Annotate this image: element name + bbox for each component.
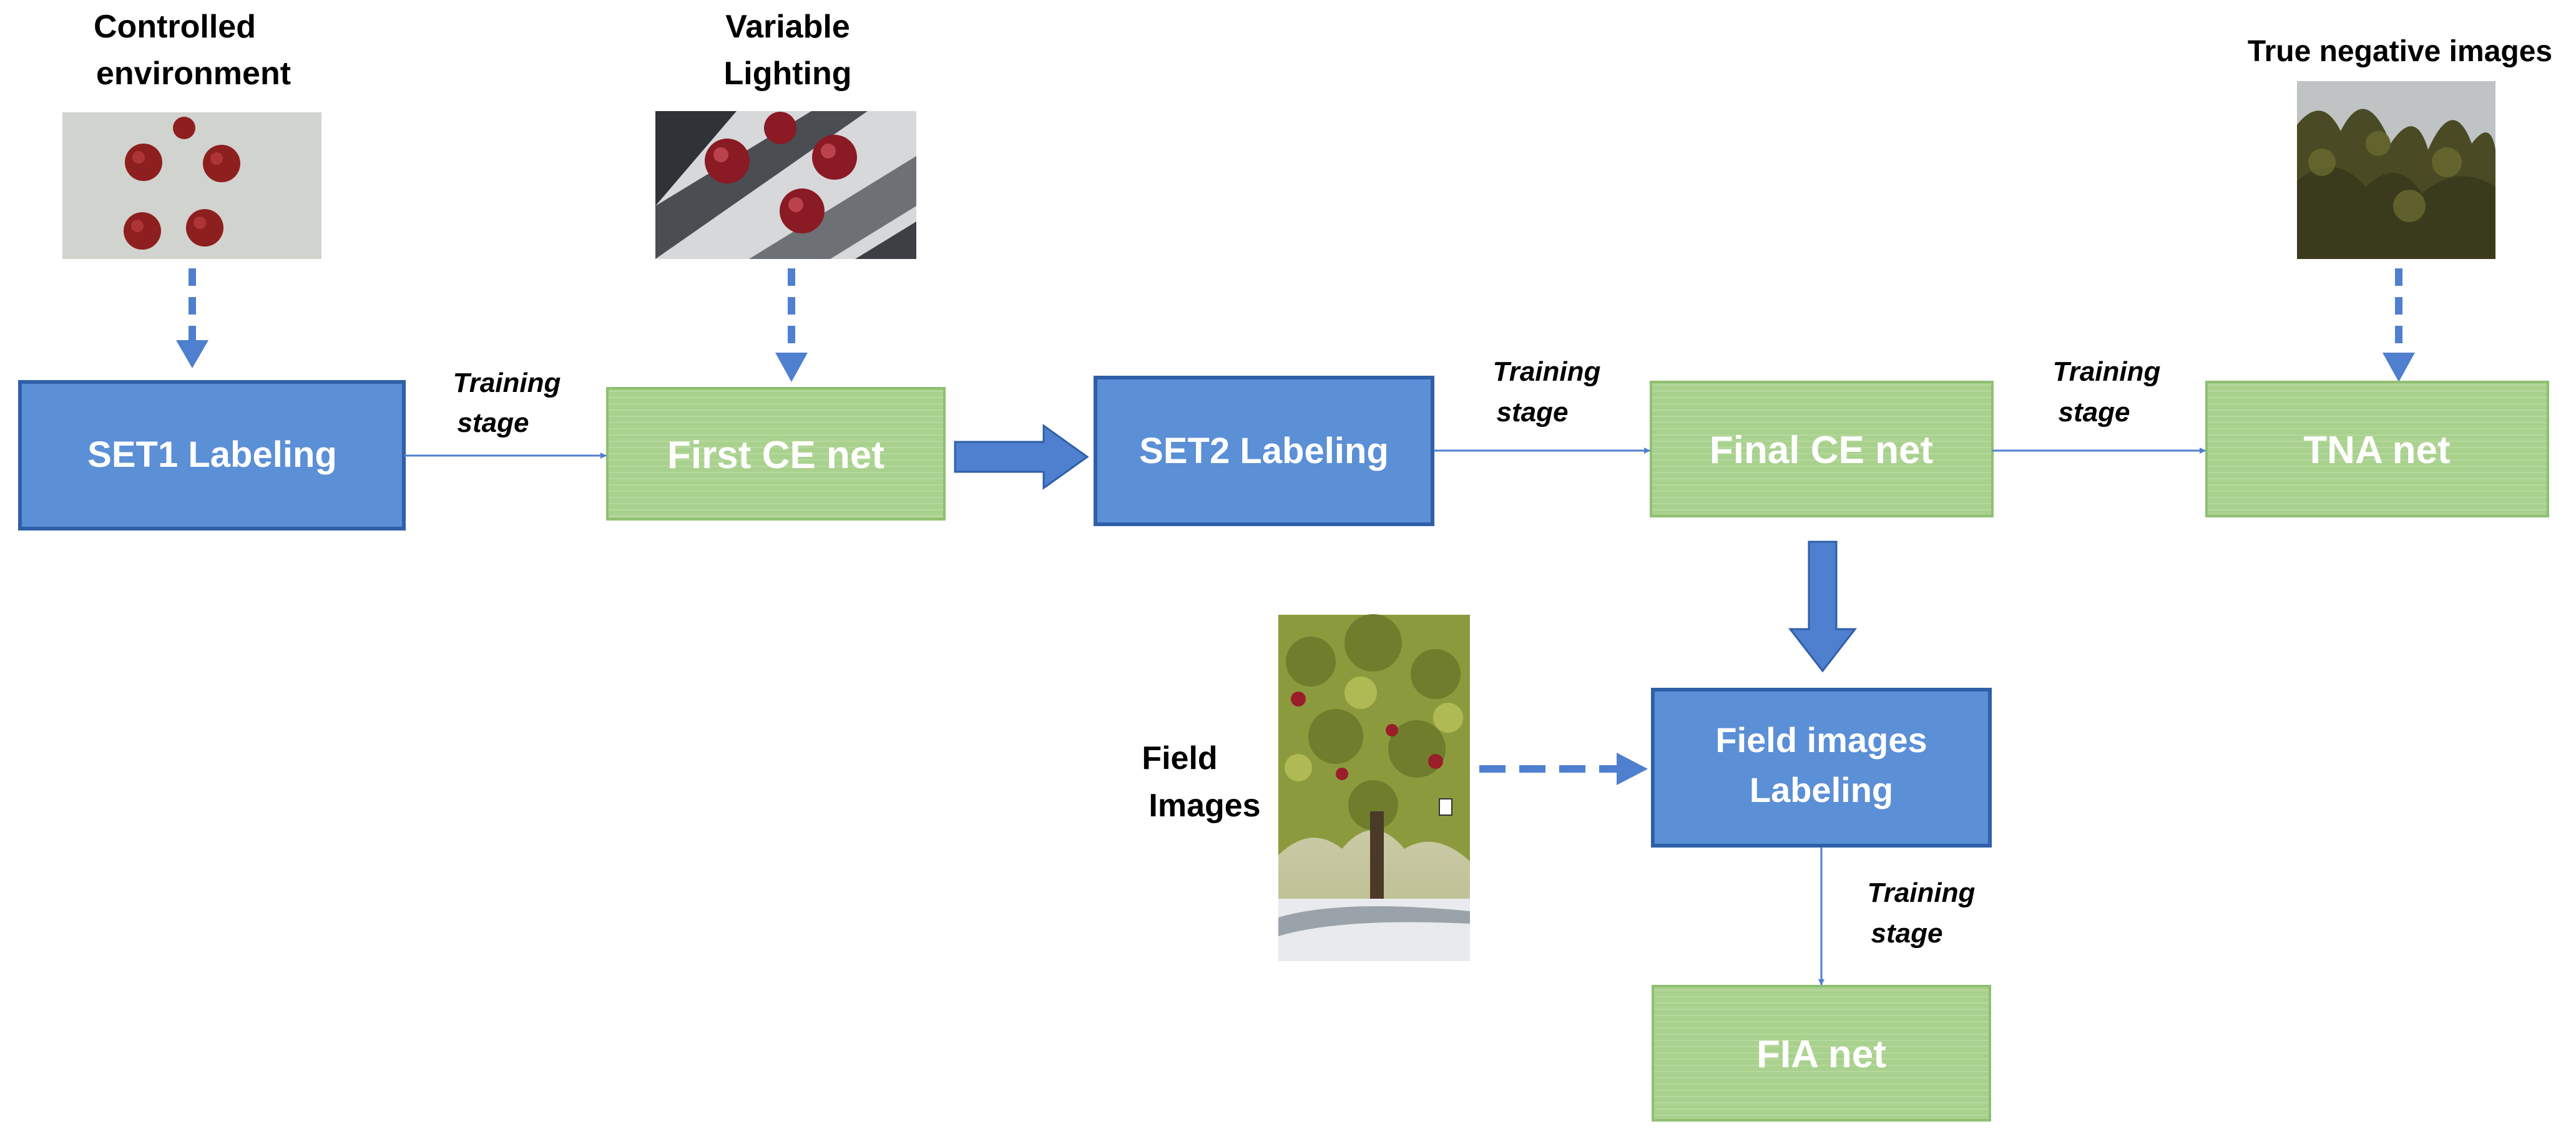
training-arrow-field-labeling-to-fia: Training stage <box>1818 847 1976 985</box>
dashed-arrow-variable-to-first-ce <box>775 268 808 382</box>
block-arrow-first-ce-to-set2 <box>954 424 1089 490</box>
training-arrow-set2-to-final-ce: Training stage <box>1434 356 1650 454</box>
variable-lighting-label-line1: Variable <box>725 9 850 45</box>
set2-labeling-text: SET2 Labeling <box>1139 431 1389 471</box>
set2-labeling-box: SET2 Labeling <box>1094 376 1434 526</box>
controlled-environment-photo <box>62 112 321 259</box>
training-arrow-set1-to-first-ce: Training stage <box>404 368 607 459</box>
training-stage-label-1-training: Training <box>453 368 561 398</box>
training-stage-label-3-stage: stage <box>2059 397 2130 428</box>
block-arrow-final-ce-to-field-labeling <box>1788 540 1858 673</box>
fia-net-text: FIA net <box>1756 1033 1886 1076</box>
training-stage-label-2-training: Training <box>1493 356 1601 387</box>
final-ce-net-box: Final CE net <box>1650 381 1994 517</box>
set1-labeling-box: SET1 Labeling <box>18 380 406 530</box>
dashed-arrow-controlled-to-set1 <box>176 268 208 368</box>
dashed-arrow-field-to-field-labeling <box>1479 753 1648 785</box>
controlled-environment-label-line1: Controlled <box>94 9 256 45</box>
final-ce-net-text: Final CE net <box>1710 429 1933 472</box>
true-negative-photo <box>2297 81 2495 259</box>
fia-net-box: FIA net <box>1652 985 1991 1122</box>
tna-net-text: TNA net <box>2303 429 2450 472</box>
field-images-labeling-text-line1: Field images <box>1715 720 1927 760</box>
training-stage-label-3-training: Training <box>2053 356 2161 387</box>
training-stage-label-4-training: Training <box>1868 878 1976 908</box>
first-ce-net-text: First CE net <box>667 434 884 477</box>
field-images-photo <box>1278 614 1470 961</box>
controlled-environment-label-line2: environment <box>96 56 291 92</box>
set1-labeling-text: SET1 Labeling <box>87 434 337 475</box>
training-arrow-final-ce-to-tna: Training stage <box>1992 356 2206 454</box>
training-stage-label-2-stage: stage <box>1497 397 1569 428</box>
field-images-labeling-box: Field images Labeling <box>1651 688 1992 848</box>
field-images-label-line2: Images <box>1148 788 1260 824</box>
training-stage-label-1-stage: stage <box>458 408 529 438</box>
training-stage-label-4-stage: stage <box>1871 918 1943 949</box>
true-negative-images-label: True negative images <box>2248 35 2552 68</box>
first-ce-net-box: First CE net <box>606 387 946 521</box>
dashed-arrow-true-negative-to-tna <box>2383 268 2415 382</box>
tna-net-box: TNA net <box>2205 381 2549 517</box>
variable-lighting-label-line2: Lighting <box>723 56 851 92</box>
variable-lighting-photo <box>655 111 916 259</box>
field-images-labeling-text-line2: Labeling <box>1750 770 1893 809</box>
field-images-label-line1: Field <box>1142 740 1217 776</box>
